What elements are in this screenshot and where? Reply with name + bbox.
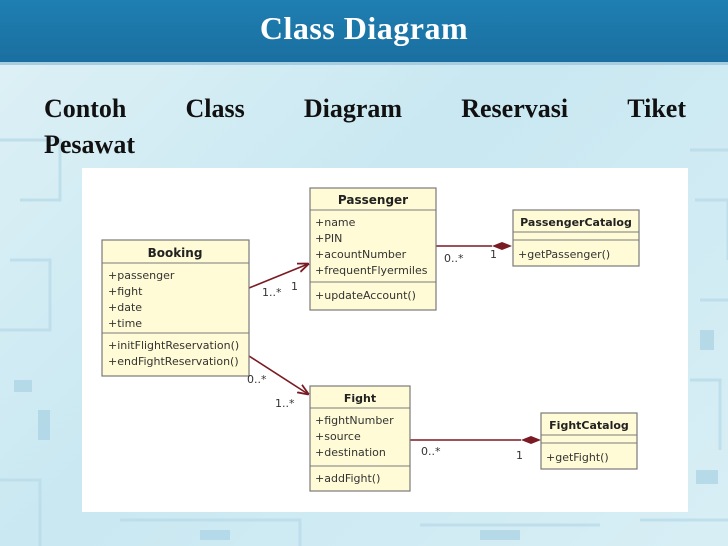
class-operation: +getPassenger() (518, 248, 610, 261)
class-name: Passenger (338, 193, 408, 207)
multiplicity-label: 1..* (275, 397, 295, 410)
association-booking-passenger (248, 264, 308, 289)
class-attribute: +name (315, 216, 356, 229)
subtitle-word: Class (185, 94, 245, 123)
class-operation: +addFight() (315, 472, 380, 485)
aggregation-passenger-catalog (436, 242, 512, 250)
slide-title: Class Diagram (259, 10, 469, 46)
aggregation-diamond (521, 436, 541, 444)
class-fight-catalog: FightCatalog +getFight() (540, 412, 638, 470)
class-attribute: +destination (315, 446, 386, 459)
subtitle-line-2: Pesawat (44, 130, 135, 159)
class-attribute: +fight (108, 285, 143, 298)
class-name: FightCatalog (549, 419, 629, 432)
subtitle-word: Tiket (627, 94, 686, 123)
multiplicity-label: 1..* (262, 286, 282, 299)
multiplicity-label: 0..* (421, 445, 441, 458)
class-attribute: +date (108, 301, 142, 314)
class-passenger: Passenger +name +PIN +acountNumber +freq… (309, 187, 437, 311)
class-attribute: +fightNumber (315, 414, 394, 427)
class-operation: +endFightReservation() (108, 355, 239, 368)
diagram-panel: Booking +passenger +fight +date +time +i… (82, 168, 688, 512)
class-fight: Fight +fightNumber +source +destination … (309, 385, 411, 492)
class-attribute: +acountNumber (315, 248, 407, 261)
association-booking-fight (248, 355, 308, 394)
multiplicity-label: 0..* (247, 373, 267, 386)
subtitle-word: Reservasi (461, 94, 569, 123)
aggregation-fight-catalog (410, 436, 541, 444)
subtitle-word: Diagram (303, 94, 403, 123)
subtitle-word: Contoh (44, 94, 127, 123)
class-attribute: +PIN (315, 232, 342, 245)
class-booking: Booking +passenger +fight +date +time +i… (101, 239, 250, 377)
multiplicity-label: 0..* (444, 252, 464, 265)
class-attribute: +passenger (108, 269, 175, 282)
class-name: Booking (148, 246, 203, 260)
subtitle-line-1: Contoh Class Diagram Reservasi Tiket (44, 91, 686, 127)
class-name: PassengerCatalog (520, 216, 632, 229)
aggregation-diamond (492, 242, 512, 250)
title-bar (0, 0, 728, 65)
class-operation: +getFight() (546, 451, 609, 464)
class-operation: +initFlightReservation() (108, 339, 239, 352)
class-passenger-catalog: PassengerCatalog +getPassenger() (512, 209, 640, 267)
class-name: Fight (344, 392, 376, 405)
slide-subtitle: Contoh Class Diagram Reservasi Tiket Pes… (44, 91, 686, 163)
class-operation: +updateAccount() (315, 289, 416, 302)
class-attribute: +frequentFlyermiles (315, 264, 428, 277)
multiplicity-label: 1 (490, 248, 497, 261)
class-attribute: +source (315, 430, 361, 443)
class-attribute: +time (108, 317, 142, 330)
multiplicity-label: 1 (516, 449, 523, 462)
multiplicity-label: 1 (291, 280, 298, 293)
class-diagram: Booking +passenger +fight +date +time +i… (101, 187, 640, 492)
